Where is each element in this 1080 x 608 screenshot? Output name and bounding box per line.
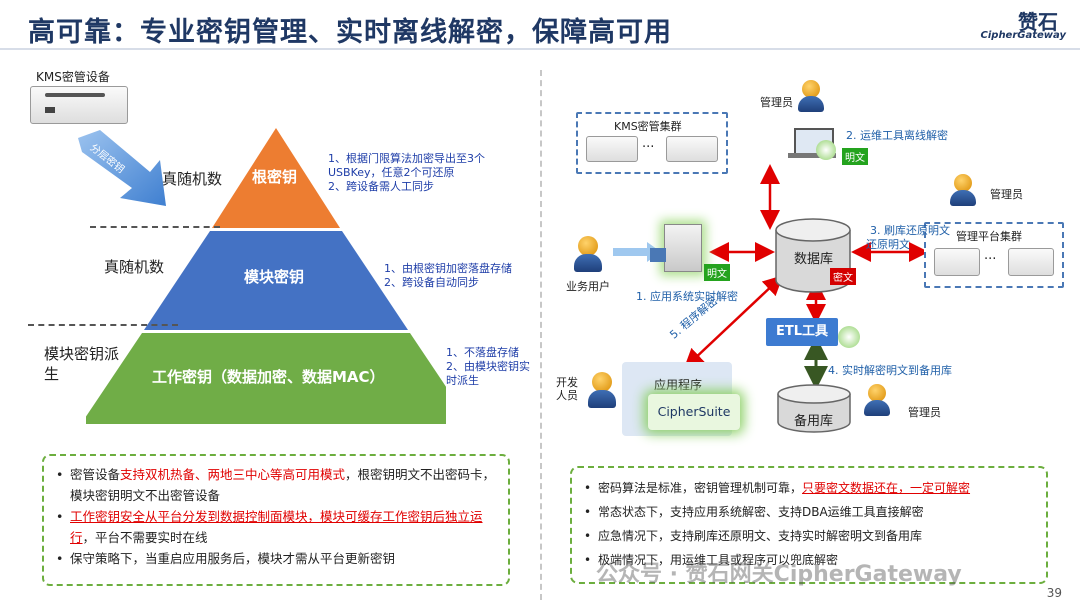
business-user-avatar-icon [574,254,602,272]
step3-plaintext: 还原明文 [866,238,910,251]
tier-divider [28,324,178,326]
center-divider [540,70,542,600]
work-key-notes: 1、不落盘存储 2、由模块密钥实时派生 [446,346,534,388]
management-cluster: 管理平台集群 ··· [924,222,1064,288]
plaintext-tag: 明文 [842,148,868,165]
left-summary-box: 密管设备支持双机热备、两地三中心等高可用模式，根密钥明文不出密码卡，模块密钥明文… [42,454,510,586]
step2-label: 2. 运维工具离线解密 [846,129,948,142]
step4-label: 4. 实时解密明文到备用库 [828,364,952,377]
management-cluster-label: 管理平台集群 [956,230,1022,243]
ellipsis-icon: ··· [984,252,997,267]
step1-label: 1. 应用系统实时解密 [636,290,738,303]
backup-database-icon [777,384,851,433]
company-logo: 赞石 [1018,10,1058,34]
right-bullet: 常态状态下，支持应用系统解密、支持DBA运维工具直接解密 [582,500,1034,524]
kms-device-icon [30,86,128,124]
work-key-label: 工作密钥（数据加密、数据MAC） [152,368,385,386]
work-key-note: 2、由模块密钥实时派生 [446,360,530,387]
gear-icon [838,326,860,348]
left-bullet: 保守策略下，当重启应用服务后，模块才需从平台更新密钥 [54,548,496,569]
app-window-icon [650,248,666,262]
app-server-icon [664,224,702,272]
laptop-base [788,153,836,158]
gear-icon [816,140,836,160]
step3-label: 3. 刷库还原明文 [870,224,950,237]
developer-avatar-icon [588,390,616,408]
ellipsis-icon: ··· [642,140,655,155]
mgmt-server-icon [934,248,980,276]
application-label: 应用程序 [654,378,703,392]
wechat-watermark: 公众号 · 赞石网关CipherGateway [596,562,962,587]
company-logo-en: CipherGateway [980,30,1066,41]
root-key-source: 真随机数 [162,170,223,188]
admin-avatar-icon [802,80,820,98]
kms-server-icon [586,136,638,162]
right-bullet: 密码算法是标准，密钥管理机制可靠，只要密文数据还在，一定可解密 [582,476,1034,500]
key-pyramid [86,128,446,424]
admin-label-top: 管理员 [760,96,793,109]
developer-avatar-icon [592,372,612,392]
module-key-note: 2、跨设备自动同步 [384,276,479,289]
work-key-source: 模块密钥派生 [44,345,120,383]
module-key-notes: 1、由根密钥加密落盘存储 2、跨设备自动同步 [384,262,534,290]
architecture-connectors [613,164,929,390]
kms-cluster-label: KMS密管集群 [614,120,682,133]
root-key-note: 2、跨设备需人工同步 [328,180,434,193]
kms-device-label: KMS密管设备 [36,70,110,84]
etl-tool-box: ETL工具 [766,318,838,346]
ciphersuite-box: CipherSuite [648,394,740,430]
module-key-source: 真随机数 [104,258,165,276]
admin-avatar-icon [868,384,886,402]
root-key-note: 1、根据门限算法加密导出至3个USBKey，任意2个可还原 [328,152,485,179]
plaintext-tag: 明文 [704,264,730,281]
admin-avatar-icon [950,190,976,206]
backup-database-label: 备用库 [794,414,834,429]
root-key-label: 根密钥 [252,168,298,186]
admin-avatar-icon [798,96,824,112]
title-rule [0,48,1080,50]
module-key-label: 模块密钥 [244,268,305,286]
right-bullet: 极端情况下，用运维工具或程序可以兜底解密 [582,548,1034,572]
admin-avatar-icon [954,174,972,192]
business-user-avatar-icon [578,236,598,256]
left-bullet: 工作密钥安全从平台分发到数据控制面模块，模块可缓存工作密钥后独立运行，平台不需要… [54,506,496,548]
admin-avatar-icon [864,400,890,416]
right-bullet: 应急情况下，支持刷库还原明文、支持实时解密明文到备用库 [582,524,1034,548]
tier-divider [90,226,220,228]
left-bullet: 密管设备支持双机热备、两地三中心等高可用模式，根密钥明文不出密码卡，模块密钥明文… [54,464,496,506]
business-user-label: 业务用户 [566,280,610,293]
mgmt-server-icon [1008,248,1054,276]
ciphertext-tag: 密文 [830,268,856,285]
work-key-note: 1、不落盘存储 [446,346,519,359]
page-title: 高可靠：专业密钥管理、实时离线解密，保障高可用 [28,17,672,48]
kms-cluster: KMS密管集群 ··· [576,112,728,174]
page-number: 39 [1046,586,1062,600]
module-key-note: 1、由根密钥加密落盘存储 [384,262,512,275]
hierarchy-arrow [78,130,166,206]
database-label: 数据库 [794,252,834,267]
root-key-notes: 1、根据门限算法加密导出至3个USBKey，任意2个可还原 2、跨设备需人工同步 [328,152,518,194]
developer-label: 开发人员 [556,376,578,402]
kms-server-icon [666,136,718,162]
right-summary-box: 密码算法是标准，密钥管理机制可靠，只要密文数据还在，一定可解密 常态状态下，支持… [570,466,1048,584]
admin-label-bottom: 管理员 [908,406,941,419]
admin-label-mid: 管理员 [990,188,1023,201]
